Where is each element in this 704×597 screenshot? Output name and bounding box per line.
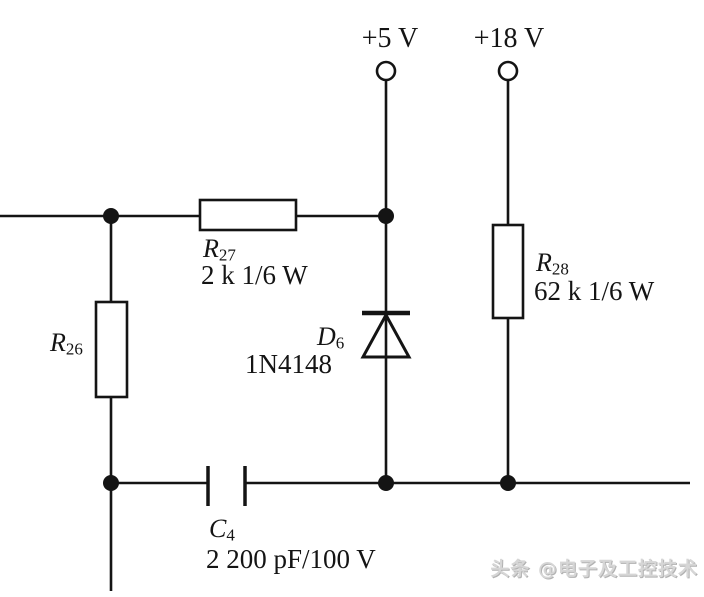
diode-triangle <box>360 311 412 359</box>
d6-ref-label: D6 <box>317 324 344 352</box>
r27-ref-letter: R <box>203 234 219 263</box>
c4-ref-letter: C <box>209 514 227 543</box>
d6-ref-subscript: 6 <box>335 333 345 353</box>
supply-label-5v: +5 V <box>361 23 419 54</box>
c4-ref-subscript: 4 <box>226 525 235 545</box>
r26-ref-letter: R <box>50 328 66 357</box>
resistor-r28-body <box>491 223 525 320</box>
r28-value-label: 62 k 1/6 W <box>534 276 655 306</box>
r26-ref-subscript: 26 <box>65 339 83 359</box>
resistor-r27-body <box>198 198 298 232</box>
c4-ref-label: C4 <box>209 516 235 544</box>
r28-ref-letter: R <box>536 248 552 277</box>
supply-terminal-5v-icon <box>375 60 397 82</box>
d6-ref-letter: D <box>317 322 336 351</box>
r26-ref-label: R26 <box>50 330 83 358</box>
junction-node-diode-bottom <box>378 475 394 491</box>
r27-ref-subscript: 27 <box>218 245 236 265</box>
junction-node-left-bottom <box>103 475 119 491</box>
supply-terminal-18v-icon <box>497 60 519 82</box>
c4-value-label: 2 200 pF/100 V <box>206 544 376 574</box>
r27-value-label: 2 k 1/6 W <box>201 260 308 290</box>
d6-value-label: 1N4148 <box>245 349 332 379</box>
junction-node-r28-bottom <box>500 475 516 491</box>
junction-node-left-top <box>103 208 119 224</box>
r28-ref-subscript: 28 <box>551 259 569 279</box>
junction-node-5v <box>378 208 394 224</box>
supply-label-18v: +18 V <box>473 23 545 54</box>
r27-ref-label: R27 <box>203 236 236 264</box>
resistor-r26-body <box>94 300 129 399</box>
r28-ref-label: R28 <box>536 250 569 278</box>
watermark-text: 头条 @电子及工控技术 <box>490 558 698 580</box>
